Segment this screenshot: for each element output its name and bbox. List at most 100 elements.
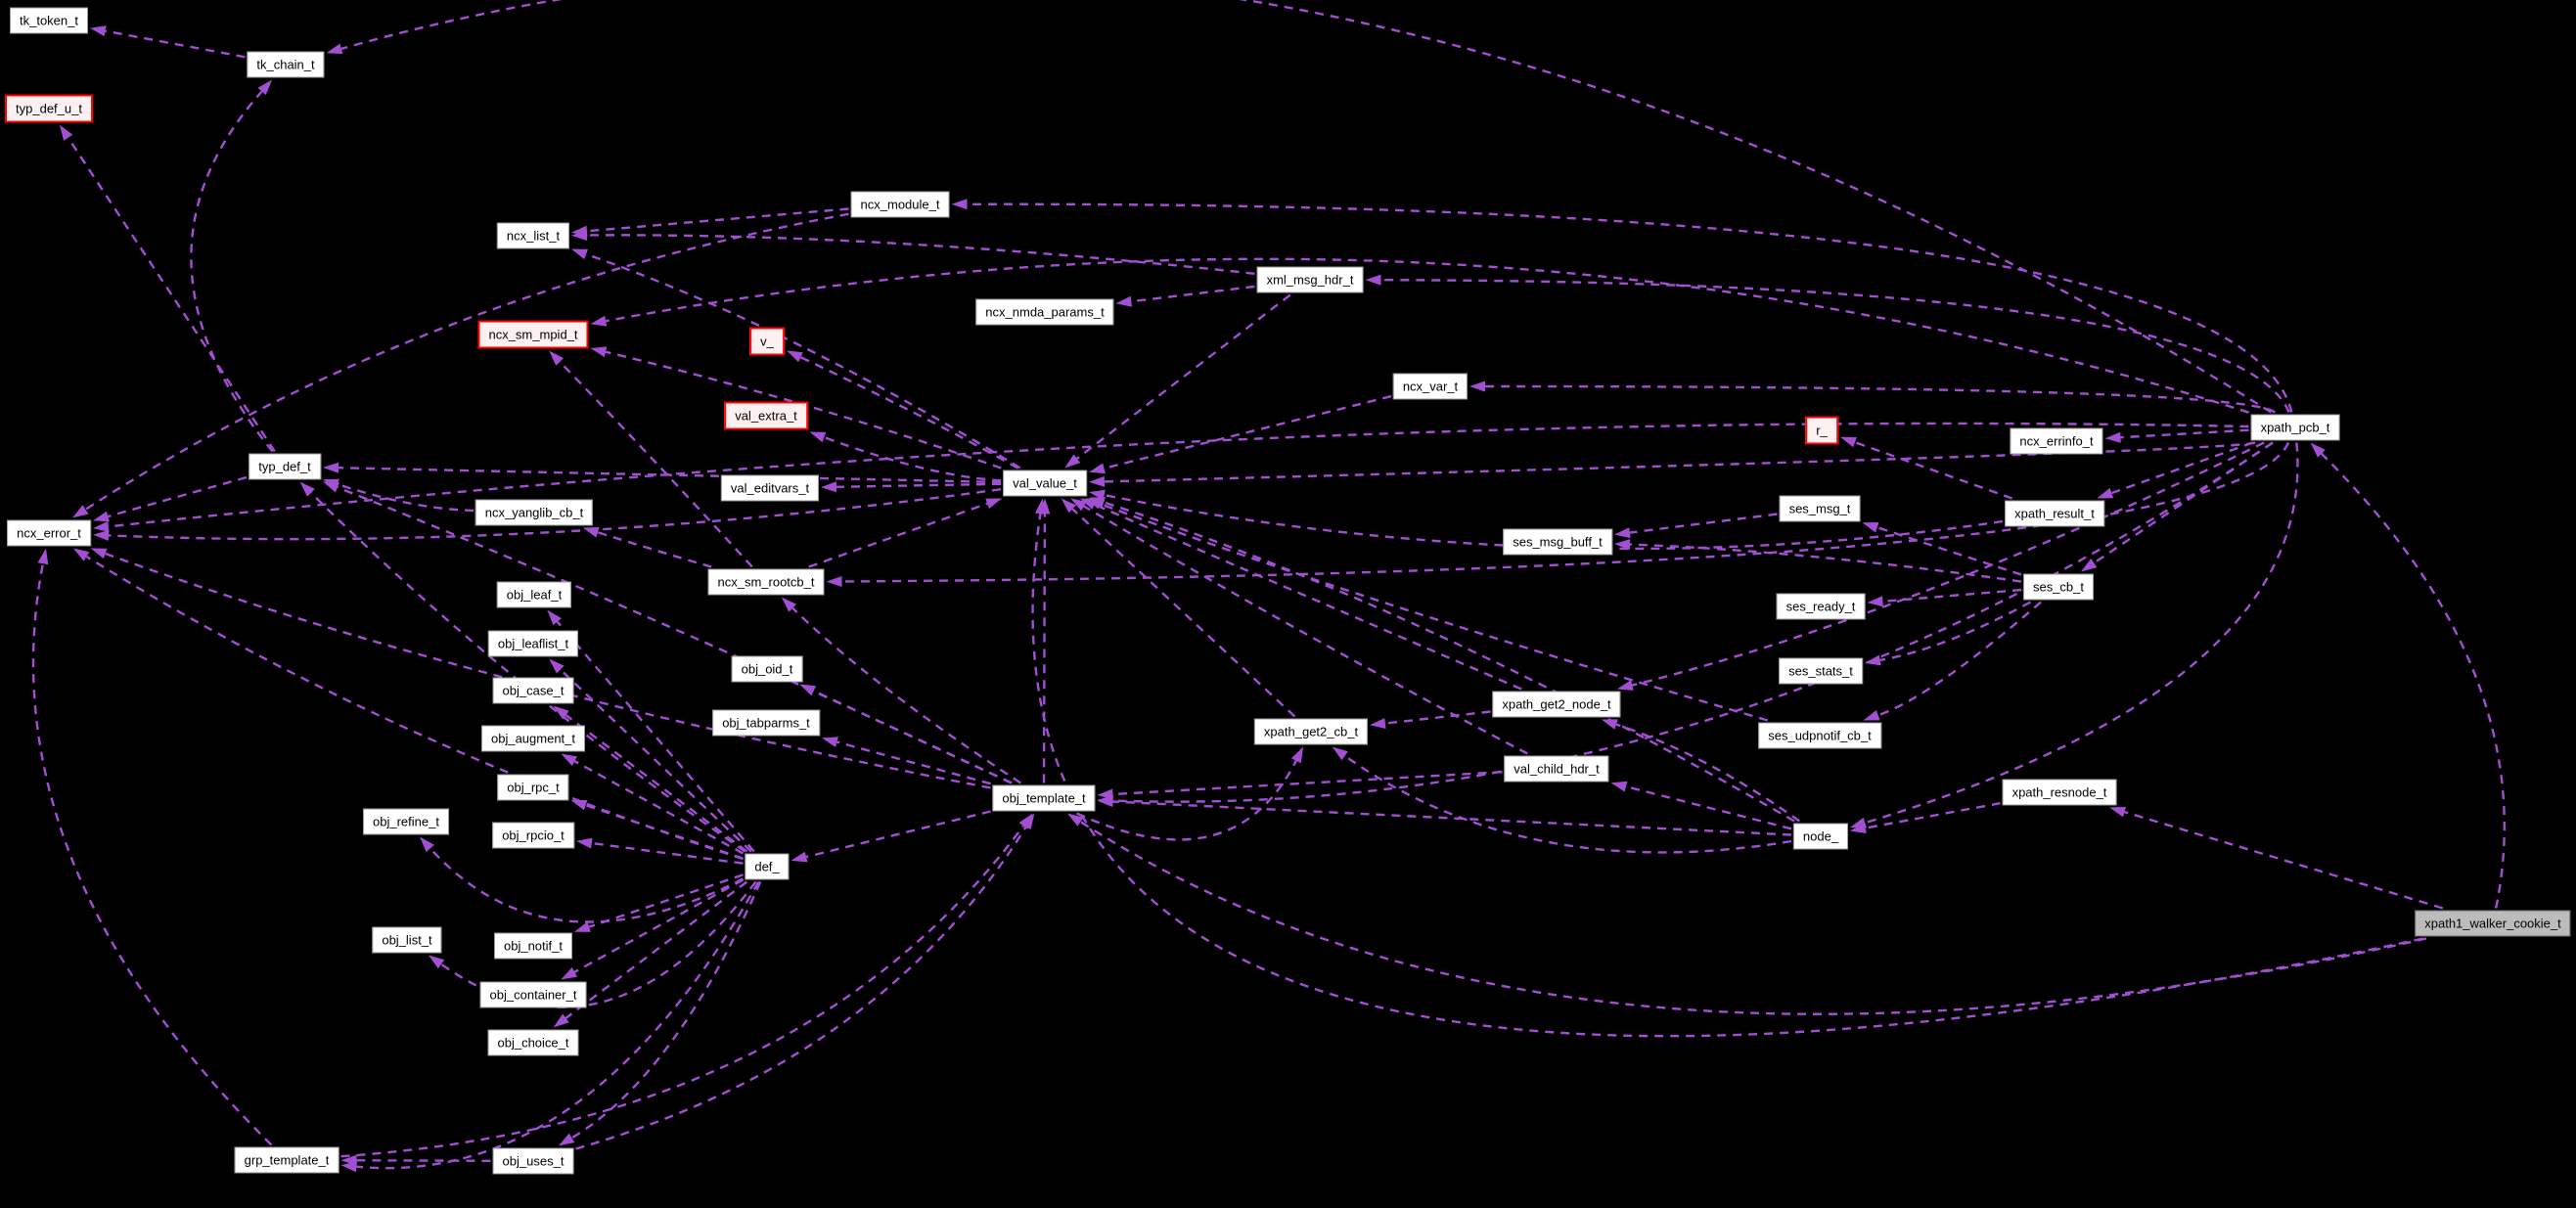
- node-obj_list_t[interactable]: obj_list_t: [372, 926, 442, 954]
- node-r_[interactable]: r_: [1805, 416, 1838, 445]
- arrowhead-icon: [1370, 718, 1386, 729]
- node-obj_container_t[interactable]: obj_container_t: [479, 981, 587, 1008]
- node-ses_stats_t[interactable]: ses_stats_t: [1779, 657, 1863, 685]
- edge-typ_def_t-to-typ_def_u_t: [67, 137, 276, 453]
- node-val_extra_t[interactable]: val_extra_t: [724, 401, 808, 430]
- node-val_editvars_t[interactable]: val_editvars_t: [720, 474, 820, 502]
- node-xpath_get2_node_t[interactable]: xpath_get2_node_t: [1492, 691, 1621, 718]
- edge-xpath_resnode_t-to-node_: [1865, 802, 2001, 829]
- node-obj_leaf_t[interactable]: obj_leaf_t: [496, 581, 572, 608]
- node-obj_rpc_t[interactable]: obj_rpc_t: [497, 774, 569, 801]
- node-ncx_sm_rootcb_t[interactable]: ncx_sm_rootcb_t: [707, 568, 825, 596]
- node-ses_udpnotif_cb_t[interactable]: ses_udpnotif_cb_t: [1758, 722, 1881, 749]
- node-ncx_yanglib_cb_t[interactable]: ncx_yanglib_cb_t: [475, 499, 594, 526]
- node-obj_template_t[interactable]: obj_template_t: [992, 784, 1096, 812]
- edge-xml_msg_hdr_t-to-val_value_t: [1076, 293, 1291, 460]
- arrowhead-icon: [93, 511, 110, 522]
- arrowhead-icon: [37, 548, 49, 565]
- arrowhead-icon: [420, 836, 434, 852]
- node-ses_cb_t[interactable]: ses_cb_t: [2022, 573, 2095, 601]
- node-ses_ready_t[interactable]: ses_ready_t: [1776, 593, 1866, 620]
- edge-grp_template_t-to-ncx_error_t: [31, 562, 273, 1146]
- node-ncx_error_t[interactable]: ncx_error_t: [7, 519, 91, 547]
- node-tk_token_t[interactable]: tk_token_t: [10, 7, 88, 34]
- arrowhead-icon: [826, 576, 842, 587]
- node-tk_chain_t[interactable]: tk_chain_t: [247, 51, 325, 78]
- node-ncx_module_t[interactable]: ncx_module_t: [850, 191, 950, 218]
- arrowhead-icon: [1070, 498, 1087, 512]
- edge-def_-to-obj_uses_t: [570, 881, 762, 1140]
- node-ncx_var_t[interactable]: ncx_var_t: [1392, 373, 1469, 400]
- node-obj_leaflist_t[interactable]: obj_leaflist_t: [487, 630, 579, 657]
- edge-def_-to-grp_template_t: [356, 880, 760, 1170]
- edge-ncx_module_t-to-ncx_list_t: [586, 207, 849, 233]
- edge-val_value_t-to-v_: [799, 356, 1018, 470]
- edge-obj_template_t-to-typ_def_t: [337, 486, 1013, 784]
- node-val_child_hdr_t[interactable]: val_child_hdr_t: [1504, 755, 1609, 783]
- edge-ncx_sm_rootcb_t-to-ncx_sm_mpid_t: [559, 361, 753, 568]
- node-xpath_resnode_t[interactable]: xpath_resnode_t: [2002, 779, 2117, 806]
- node-val_value_t[interactable]: val_value_t: [1003, 470, 1087, 497]
- node-xml_msg_hdr_t[interactable]: xml_msg_hdr_t: [1256, 266, 1364, 293]
- node-obj_rpcio_t[interactable]: obj_rpcio_t: [492, 822, 574, 849]
- arrowhead-icon: [1863, 710, 1880, 721]
- edge-xml_msg_hdr_t-to-ncx_nmda_params_t: [1131, 285, 1255, 303]
- arrowhead-icon: [1862, 522, 1879, 533]
- edge-xpath_pcb_t-to-ncx_var_t: [1484, 384, 2277, 414]
- node-obj_oid_t[interactable]: obj_oid_t: [731, 655, 803, 683]
- arrowhead-icon: [553, 705, 569, 720]
- edge-def_-to-obj_rpcio_t: [591, 841, 744, 865]
- arrowhead-icon: [561, 967, 577, 980]
- arrowhead-icon: [323, 462, 339, 473]
- arrowhead-icon: [951, 199, 968, 210]
- arrowhead-icon: [561, 753, 577, 766]
- node-ncx_errinfo_t[interactable]: ncx_errinfo_t: [2010, 427, 2103, 455]
- arrowhead-icon: [799, 684, 817, 696]
- node-typ_def_u_t[interactable]: typ_def_u_t: [5, 94, 93, 123]
- arrowhead-icon: [1089, 463, 1106, 474]
- node-obj_refine_t[interactable]: obj_refine_t: [363, 808, 449, 835]
- edge-ses_cb_t-to-ses_ready_t: [1882, 588, 2022, 603]
- node-node_[interactable]: node_: [1792, 823, 1849, 850]
- arrowhead-icon: [787, 350, 803, 363]
- arrowhead-icon: [93, 520, 110, 532]
- arrowhead-icon: [1097, 788, 1113, 800]
- arrowhead-icon: [791, 851, 808, 863]
- node-grp_template_t[interactable]: grp_template_t: [234, 1146, 339, 1174]
- node-obj_case_t[interactable]: obj_case_t: [492, 677, 574, 704]
- node-xpath1_walker_cookie_t[interactable]: xpath1_walker_cookie_t: [2415, 910, 2571, 937]
- node-obj_uses_t[interactable]: obj_uses_t: [492, 1147, 574, 1175]
- node-ses_msg_t[interactable]: ses_msg_t: [1779, 495, 1861, 522]
- node-typ_def_t[interactable]: typ_def_t: [249, 453, 321, 480]
- edge-ncx_yanglib_cb_t-to-typ_def_t: [337, 482, 475, 513]
- edge-ses_msg_t-to-ses_msg_buff_t: [1629, 513, 1778, 534]
- arrowhead-icon: [582, 527, 600, 538]
- node-obj_augment_t[interactable]: obj_augment_t: [480, 725, 586, 752]
- arrowhead-icon: [553, 1013, 569, 1028]
- arrowhead-icon: [1034, 498, 1046, 515]
- node-obj_notif_t[interactable]: obj_notif_t: [494, 932, 572, 960]
- arrowhead-icon: [1365, 274, 1381, 286]
- node-xpath_get2_cb_t[interactable]: xpath_get2_cb_t: [1253, 718, 1369, 745]
- arrowhead-icon: [571, 248, 588, 260]
- node-xpath_result_t[interactable]: xpath_result_t: [2005, 500, 2104, 527]
- node-ses_msg_buff_t[interactable]: ses_msg_buff_t: [1503, 528, 1612, 556]
- edge-val_child_hdr_t-to-val_value_t: [1083, 505, 1528, 755]
- node-xpath_pcb_t[interactable]: xpath_pcb_t: [2250, 414, 2340, 441]
- node-obj_choice_t[interactable]: obj_choice_t: [487, 1029, 579, 1056]
- node-obj_tabparms_t[interactable]: obj_tabparms_t: [712, 709, 820, 737]
- arrowhead-icon: [429, 955, 445, 969]
- arrowhead-icon: [1614, 539, 1631, 551]
- edge-obj_template_t-to-val_value_t: [1042, 514, 1047, 783]
- node-def_[interactable]: def_: [745, 853, 790, 880]
- node-ncx_list_t[interactable]: ncx_list_t: [496, 222, 570, 249]
- edge-xpath_pcb_t-to-xpath_result_t: [2110, 441, 2254, 495]
- node-ncx_nmda_params_t[interactable]: ncx_nmda_params_t: [975, 298, 1114, 326]
- edge-node_-to-val_value_t: [1103, 501, 1795, 823]
- arrowhead-icon: [574, 921, 591, 932]
- node-v_[interactable]: v_: [749, 327, 785, 356]
- edge-def_-to-obj_choice_t: [565, 880, 748, 1019]
- node-ncx_sm_mpid_t[interactable]: ncx_sm_mpid_t: [477, 320, 589, 349]
- edge-ncx_var_t-to-val_value_t: [1104, 394, 1392, 470]
